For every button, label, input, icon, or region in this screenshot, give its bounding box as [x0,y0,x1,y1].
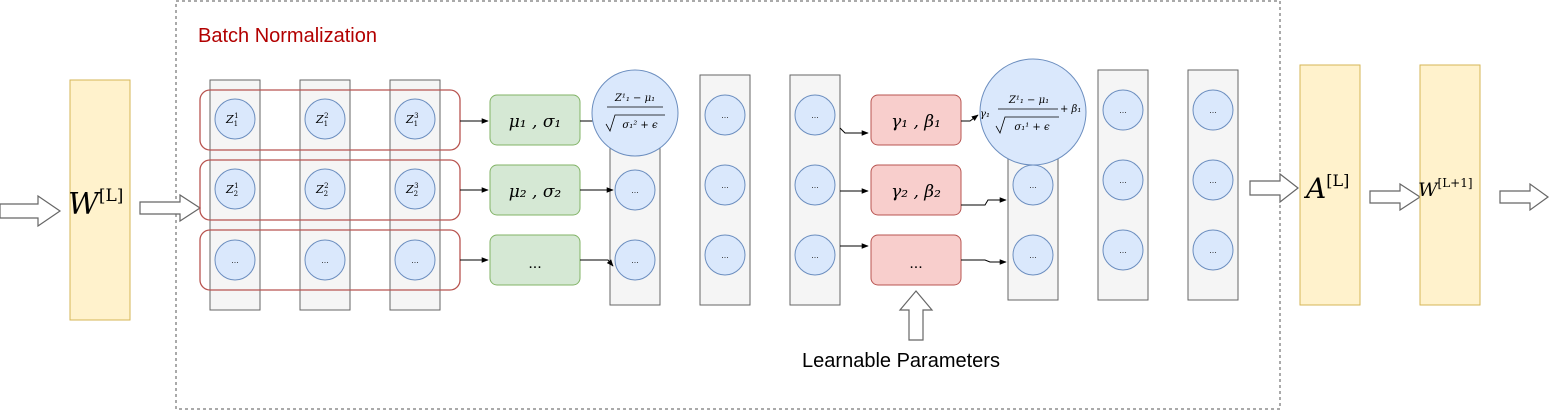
scaled-node-2: ... [1012,164,1054,206]
batch-norm-title: Batch Normalization [198,25,377,47]
svg-text:Z23: Z23 [405,182,419,198]
stats-label-3: ... [528,255,541,272]
svg-text:Z11: Z11 [225,112,239,128]
bn-to-a-arrow [1249,172,1299,204]
param3-to-scaled-arrow [961,259,1007,265]
z-node-3-2: ... [304,239,346,281]
svg-text:Z22: Z22 [315,182,329,198]
stats-box-1 [489,94,581,146]
z-node-2-1: Z21 [214,168,256,210]
w-l-label: W[L] [68,186,123,222]
mid2-node-1: ... [794,94,836,136]
w-l1-label: W[L+1] [1418,176,1473,201]
norm-node-2: ... [614,169,656,211]
param1-to-scaled-arrow [961,114,979,122]
out1-node-1: ... [1102,89,1144,131]
feature-row-1 [199,89,461,151]
stats3-to-norm-arrow [580,259,614,267]
param-box-1 [870,94,962,146]
mid2-to-param1-arrow [839,127,869,136]
svg-text:...: ... [411,255,419,265]
z-node-3-1: ... [214,239,256,281]
svg-text:...: ... [1029,180,1037,190]
norm-node-3: ... [614,239,656,281]
out1-node-2: ... [1102,159,1144,201]
stats-label-1: μ₁ , σ₁ [509,112,562,132]
mid1-node-2: ... [704,164,746,206]
svg-text:Z13: Z13 [405,112,419,128]
out2-node-1: ... [1192,89,1234,131]
w-to-bn-arrow [139,193,202,223]
learnable-parameters-label: Learnable Parameters [802,350,1000,372]
w-l1-box [1419,64,1481,306]
z-node-3-3: ... [394,239,436,281]
svg-text:...: ... [231,255,239,265]
svg-text:...: ... [1119,175,1127,185]
svg-text:σ₁² + ϵ: σ₁² + ϵ [622,120,658,131]
svg-text:...: ... [1119,105,1127,115]
svg-text:...: ... [721,180,729,190]
svg-text:...: ... [631,185,639,195]
param-label-2: γ₂ , β₂ [891,182,941,202]
input-arrow [0,194,62,228]
svg-text:...: ... [1029,250,1037,260]
mid1-node-3: ... [704,234,746,276]
out2-node-3: ... [1192,229,1234,271]
svg-text:+ β₁: + β₁ [1060,104,1081,115]
a-l-label: A[L] [1303,171,1349,205]
mid2-node-2: ... [794,164,836,206]
svg-text:...: ... [1209,245,1217,255]
out2-node-2: ... [1192,159,1234,201]
svg-text:Z12: Z12 [315,112,329,128]
z-node-2-2: Z22 [304,168,346,210]
svg-text:...: ... [631,255,639,265]
mid2-node-3: ... [794,234,836,276]
svg-text:Z21: Z21 [225,182,239,198]
svg-text:...: ... [721,250,729,260]
out1-node-3: ... [1102,229,1144,271]
svg-text:...: ... [811,110,819,120]
svg-text:Z¹₁ − μ₁: Z¹₁ − μ₁ [614,93,655,104]
svg-text:...: ... [321,255,329,265]
svg-text:...: ... [1209,175,1217,185]
svg-text:...: ... [1119,245,1127,255]
w-l-box [69,79,131,321]
param-label-1: γ₁ , β₁ [891,112,941,132]
stats-label-2: μ₂ , σ₂ [509,182,562,202]
svg-text:Z¹₁ − μ₁: Z¹₁ − μ₁ [1008,95,1049,106]
scaled-node-3: ... [1012,234,1054,276]
a-l-box [1299,64,1361,306]
svg-text:...: ... [721,110,729,120]
learnable-up-arrow [898,290,934,341]
z-node-1-1: Z11 [214,98,256,140]
mid1-node-1: ... [704,94,746,136]
param2-to-scaled-arrow [961,197,1007,206]
norm-formula-node: Z¹₁ − μ₁ σ₁² + ϵ [591,69,679,157]
z-node-1-2: Z12 [304,98,346,140]
z-node-2-3: Z23 [394,168,436,210]
output-arrow [1499,182,1550,212]
svg-text:γ₁: γ₁ [980,109,990,120]
param-label-3: ... [909,255,922,272]
param-box-2 [870,164,962,216]
svg-text:...: ... [1209,105,1217,115]
a-to-w-arrow [1369,182,1422,212]
scale-formula-node: γ₁ Z¹₁ − μ₁ σ₁¹ + ϵ + β₁ [979,58,1087,166]
svg-text:...: ... [811,250,819,260]
z-node-1-3: Z13 [394,98,436,140]
svg-text:σ₁¹ + ϵ: σ₁¹ + ϵ [1014,122,1050,133]
svg-text:...: ... [811,180,819,190]
